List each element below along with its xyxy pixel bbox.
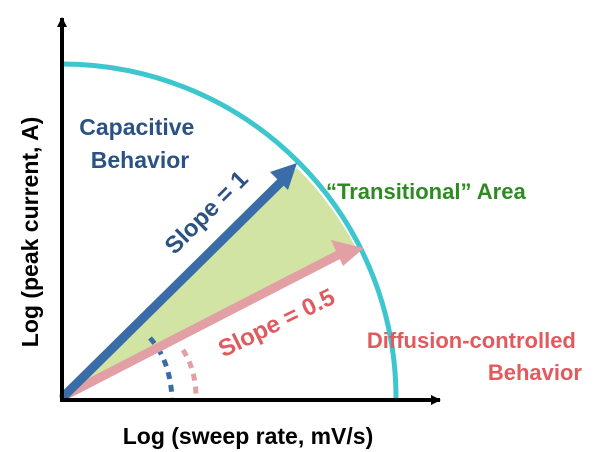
transitional-area-label: “Transitional” Area [326, 179, 526, 204]
y-axis-label: Log (peak current, A) [17, 117, 43, 347]
slope-1-arrow-shaft [59, 176, 287, 401]
boundary-arc [61, 61, 399, 399]
slope-0-5-arrow-shaft [59, 250, 343, 401]
x-axis-label: Log (sweep rate, mV/s) [123, 423, 374, 449]
capacitive-label: Capacitive Behavior [79, 114, 200, 173]
diffusion-label: Diffusion-controlled Behavior [367, 328, 583, 385]
capacitive-label-line-1: Capacitive [79, 114, 194, 140]
capacitive-label-line-2: Behavior [91, 147, 189, 173]
diffusion-label-line-1: Diffusion-controlled [367, 328, 576, 353]
slope-1-arrowhead [270, 163, 297, 190]
slope-1-angle-arc [148, 336, 175, 399]
slope-0-5-arrowhead [331, 240, 364, 266]
slope-0-5-angle-arc [180, 348, 199, 399]
diffusion-label-line-2: Behavior [488, 360, 583, 385]
transitional-area-fill [62, 168, 356, 398]
